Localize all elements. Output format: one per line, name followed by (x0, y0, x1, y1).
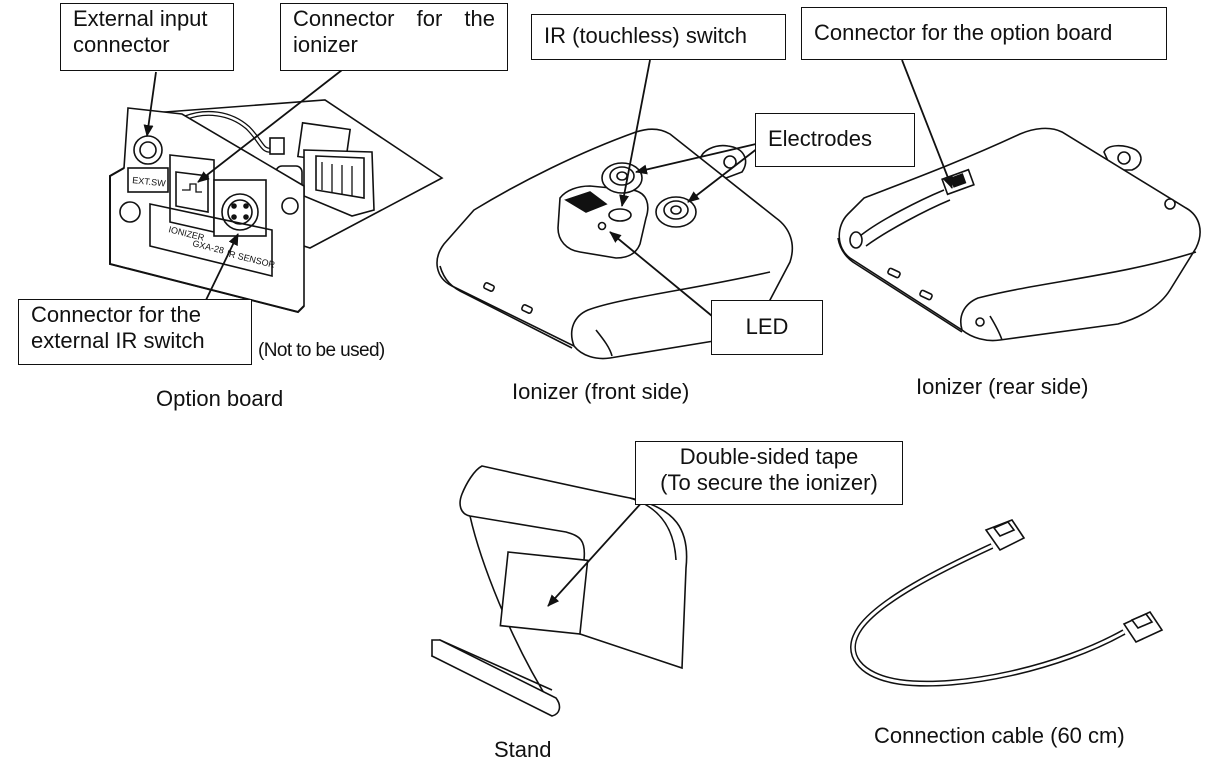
callout-external-input: External input connector (60, 3, 234, 71)
callout-external-ir: Connector for the external IR switch (18, 299, 252, 365)
callout-ionizer-connector-line1: Connector for the (293, 6, 495, 31)
note-not-used: (Not to be used) (258, 340, 385, 361)
callout-ionizer-connector-line2: ionizer (293, 32, 358, 57)
callout-external-ir-line2: external IR switch (31, 328, 205, 353)
ionizer-rear-illustration (837, 127, 1201, 342)
callout-external-input-line1: External input (73, 6, 208, 31)
callout-option-board-connector: Connector for the option board (801, 7, 1167, 60)
option-board-illustration (109, 99, 444, 314)
arrow-external-ir (205, 233, 239, 301)
callout-ir-switch-text: IR (touchless) switch (544, 23, 747, 48)
callout-external-ir-line1: Connector for the (31, 302, 201, 327)
arrow-option-connector (901, 59, 953, 189)
callout-option-board-connector-text: Connector for the option board (814, 20, 1113, 45)
callout-led-text: LED (745, 314, 789, 339)
caption-ionizer-rear: Ionizer (rear side) (916, 374, 1089, 399)
callout-ir-switch: IR (touchless) switch (531, 14, 786, 60)
callout-ionizer-connector: Connector for the ionizer (280, 3, 508, 71)
arrow-external-input (143, 71, 157, 137)
arrow-ir-switch (619, 59, 651, 207)
leader-arrows (143, 59, 953, 607)
board-label-ext-sw: EXT.SW (132, 175, 167, 189)
arrow-ionizer-connector (197, 69, 343, 183)
callout-electrodes-text: Electrodes (768, 126, 872, 151)
callout-external-input-line2: connector (73, 32, 170, 57)
callout-tape: Double-sided tape (To secure the ionizer… (635, 441, 903, 505)
callout-led: LED (711, 300, 823, 355)
arrow-electrode-1 (635, 143, 757, 175)
arrow-electrode-2 (687, 147, 759, 203)
caption-option-board: Option board (156, 386, 284, 411)
arrow-tape (547, 499, 645, 607)
cable-illustration (850, 519, 1164, 687)
arrow-led (609, 231, 713, 317)
caption-stand: Stand (494, 737, 552, 762)
callout-electrodes: Electrodes (755, 113, 915, 167)
caption-cable: Connection cable (60 cm) (874, 723, 1125, 748)
callout-tape-line2: (To secure the ionizer) (660, 470, 878, 495)
callout-tape-line1: Double-sided tape (679, 444, 859, 469)
caption-ionizer-front: Ionizer (front side) (512, 379, 690, 404)
